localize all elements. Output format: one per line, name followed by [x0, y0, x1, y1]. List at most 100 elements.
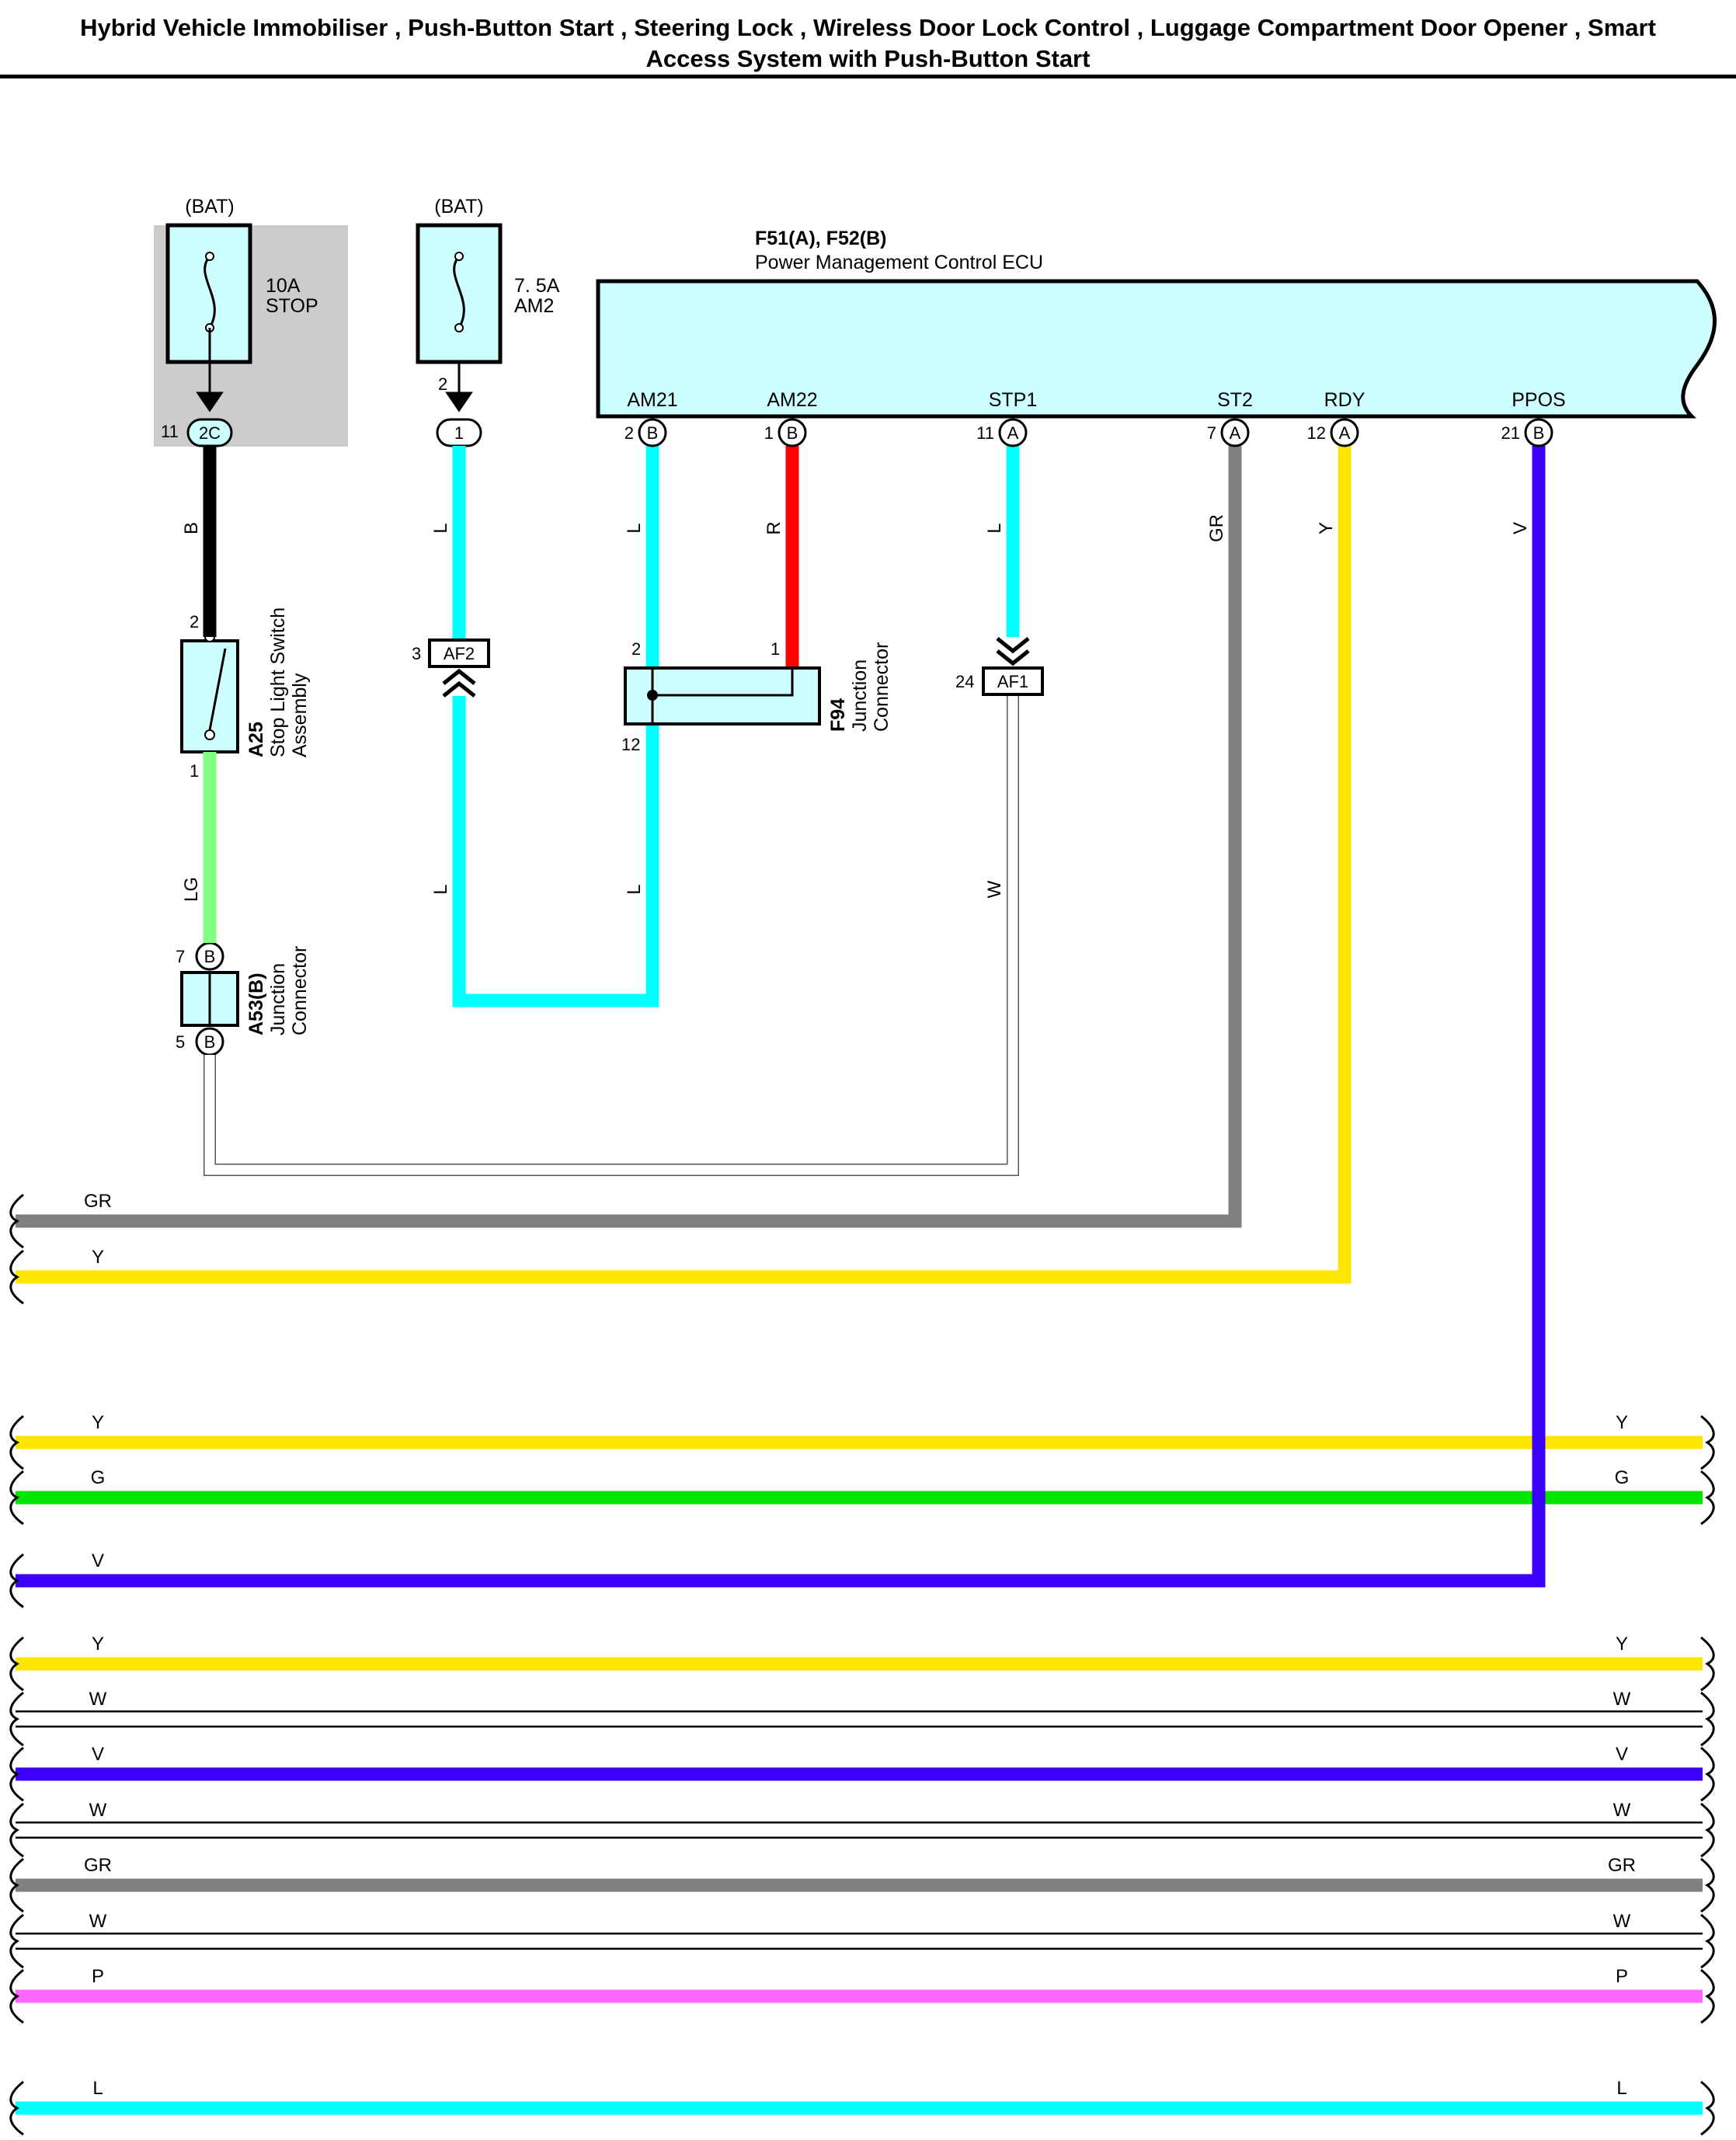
stop-light-switch-code: A25	[245, 722, 267, 757]
junction-a53-code: A53(B)	[245, 973, 267, 1035]
ecu-terminal-conn-stp1: A	[1007, 423, 1019, 443]
wire-code-am21-upper: L	[624, 523, 645, 533]
ecu-terminal-name-rdy: RDY	[1324, 389, 1365, 411]
ecu-terminal-conn-am21: B	[647, 423, 659, 443]
wire-rdy	[16, 446, 1352, 1284]
inline-af1-box	[982, 666, 1044, 696]
bus-left-break-13	[9, 2080, 24, 2136]
wire-code-am2-lower: L	[430, 884, 451, 894]
bus-left-break-3	[9, 1414, 24, 1470]
am2-fuse-name: AM2	[514, 295, 554, 317]
bus-left-break-1	[9, 1193, 24, 1249]
diagram-title-line2: Access System with Push-Button Start	[645, 45, 1091, 72]
diagram-header: Hybrid Vehicle Immobiliser , Push-Button…	[0, 0, 1736, 78]
ecu-terminal-name-am22: AM22	[767, 389, 817, 411]
junction-f94-group: 2 1 12 F94 Junction Connector	[621, 639, 892, 754]
junction-f94-pin-c: 12	[621, 735, 640, 754]
stop-fuse-connector-label: 2C	[199, 423, 221, 443]
ecu-terminal-name-stp1: STP1	[989, 389, 1038, 411]
bus-left-break-6	[9, 1636, 24, 1692]
ecu-terminal-conn-ppos: B	[1533, 423, 1545, 443]
wire-code-rdy: Y	[1316, 522, 1337, 534]
bus-left-break-5	[9, 1553, 24, 1609]
bus-right-break-10	[1700, 2080, 1715, 2136]
am2-fuse-connector-label: 1	[454, 423, 464, 443]
bus-right-break-9	[1700, 1968, 1715, 2024]
am2-fuse-box	[416, 223, 503, 364]
wire-stp1-lower-outline	[204, 694, 1019, 1176]
stop-light-switch-pin-top: 2	[190, 612, 199, 632]
bus-left-break-11	[9, 1913, 24, 1969]
junction-f94-bus	[651, 668, 794, 697]
ecu-body	[596, 279, 1717, 419]
bus-right-label-5: V	[1616, 1744, 1628, 1765]
bus-right-break-8	[1700, 1913, 1715, 1969]
bus-right-break-5	[1700, 1746, 1715, 1802]
inline-af1-pin: 24	[955, 672, 974, 691]
am2-fuse-pin-top: 2	[438, 374, 447, 394]
bus-left-break-2	[9, 1249, 24, 1305]
am2-fuse-element-icon	[453, 256, 465, 329]
bus-right-label-3: Y	[1616, 1634, 1628, 1655]
inline-af1-chevron-icon	[996, 637, 1030, 654]
junction-a53-terminal-bottom-label: B	[204, 1032, 216, 1052]
ecu-terminal-am21	[638, 418, 667, 447]
bus-right-break-1	[1700, 1414, 1715, 1470]
bus-left-label-9: W	[89, 1800, 107, 1821]
bus-left-label-10: GR	[84, 1855, 112, 1876]
am2-fuse-group: (BAT) 7. 5A AM2 2 1	[416, 196, 560, 447]
junction-a53-terminal-top-label: B	[204, 947, 216, 966]
bus-left-label-5: V	[92, 1550, 104, 1571]
stop-light-switch-contact-bottom	[204, 729, 215, 740]
wire-code-stop-upper: B	[181, 522, 202, 534]
ecu-terminal-pin-am21: 2	[624, 423, 634, 443]
am2-fuse-terminal-bottom	[454, 323, 464, 332]
stop-fuse-element-icon	[204, 256, 216, 329]
bus-left-break-7	[9, 1691, 24, 1747]
stop-fuse-source: (BAT)	[185, 196, 234, 217]
bus-left-label-6: Y	[92, 1634, 104, 1655]
junction-a53-pin-bottom: 5	[176, 1032, 185, 1052]
wire-st2	[16, 446, 1242, 1228]
wire-code-am22: R	[764, 521, 785, 534]
ecu-name: Power Management Control ECU	[755, 252, 1043, 273]
stop-fuse-name: STOP	[266, 295, 318, 317]
stop-fuse-terminal-top	[205, 252, 214, 261]
bus-right-break-6	[1700, 1802, 1715, 1858]
bus-right-break-4	[1700, 1691, 1715, 1747]
wire-code-stp1-lower: W	[984, 880, 1005, 898]
bus-left-label-2: Y	[92, 1247, 104, 1268]
wire-code-stop-lower: LG	[181, 877, 202, 902]
bus-right-break-3	[1700, 1636, 1715, 1692]
stop-light-switch-name-1: Stop Light Switch	[267, 607, 289, 757]
bus-left-label-1: GR	[84, 1191, 112, 1212]
inline-af2-group: AF2 3	[412, 639, 490, 698]
bus-left-label-13: L	[92, 2078, 103, 2099]
stop-light-switch-blade-icon	[208, 648, 227, 731]
stop-fuse-group: (BAT) 10A STOP 11 2C	[154, 196, 348, 447]
bus-left-label-3: Y	[92, 1412, 104, 1433]
bus-right-label-7: GR	[1608, 1855, 1636, 1876]
ecu-group: F51(A), F52(B) Power Management Control …	[596, 228, 1717, 419]
ecu-terminal-name-ppos: PPOS	[1512, 389, 1565, 411]
junction-f94-pin-b: 1	[771, 639, 780, 659]
inline-af1-group: AF1 24	[955, 637, 1044, 696]
am2-fuse-source: (BAT)	[434, 196, 483, 217]
ecu-terminal-pin-am22: 1	[764, 423, 774, 443]
ecu-terminal-name-am21: AM21	[627, 389, 677, 411]
wire-code-ppos: V	[1510, 522, 1531, 534]
ecu-terminal-pin-ppos: 21	[1501, 423, 1520, 443]
ecu-terminal-rdy	[1330, 418, 1359, 447]
bus-right-label-6: W	[1613, 1800, 1631, 1821]
ecu-terminal-pin-stp1: 11	[976, 423, 994, 443]
junction-f94-name-1: Junction	[849, 659, 871, 732]
ecu-terminal-ppos	[1524, 418, 1553, 447]
inline-af1-code: AF1	[997, 672, 1028, 691]
stop-fuse-arrow-icon	[196, 391, 224, 412]
wire-code-stp1-upper: L	[984, 523, 1005, 533]
bus-left-break-4	[9, 1470, 24, 1526]
junction-f94-node	[647, 690, 658, 701]
junction-f94-name-2: Connector	[871, 642, 892, 732]
inline-af2-code: AF2	[444, 644, 475, 663]
